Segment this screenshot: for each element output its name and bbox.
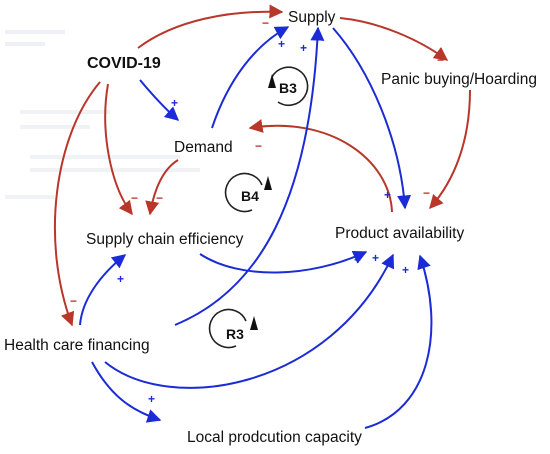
polarity-covid-health: − (70, 294, 77, 308)
edge-health-to-product (104, 253, 395, 389)
node-panic: Panic buying/Hoarding (381, 71, 537, 88)
polarity-product-demand: − (255, 139, 262, 153)
edge-covid-to-supply (137, 4, 284, 49)
edge-product-to-demand (248, 119, 393, 213)
polarity-covid-supply: − (262, 16, 269, 30)
edge-demand-to-supply (211, 26, 290, 129)
loop-r3: R3 (208, 308, 258, 349)
loop-b3-label: B3 (279, 80, 297, 96)
edge-demand-to-supply-chain (145, 159, 179, 216)
edge-supply-to-panic (339, 17, 449, 61)
polarity-health-supply-chain: + (117, 272, 124, 286)
polarity-covid-supply-chain: − (131, 191, 138, 205)
node-health: Health care financing (4, 337, 150, 354)
polarity-health-product: + (372, 251, 379, 265)
loop-b4-label: B4 (241, 188, 259, 204)
node-covid: COVID-19 (87, 55, 161, 72)
edge-covid-to-demand (139, 79, 180, 121)
polarity-health-local: + (148, 392, 155, 406)
background-artifact (5, 30, 200, 199)
edge-supply-to-product (332, 27, 412, 210)
polarity-covid-demand: + (171, 96, 178, 110)
node-supply-chain: Supply chain efficiency (86, 231, 244, 248)
polarity-panic-product: − (423, 186, 430, 200)
node-demand: Demand (174, 139, 233, 156)
polarity-supply-panic: − (437, 53, 444, 67)
polarity-supply-chain-product: + (354, 253, 361, 267)
node-supply: Supply (288, 9, 336, 26)
polarity-demand-supply: + (278, 37, 285, 51)
edge-health-to-local (91, 361, 162, 423)
loop-r3-label: R3 (226, 326, 244, 342)
edge-local-to-product (364, 254, 433, 429)
node-local: Local prodcution capacity (187, 429, 362, 446)
edge-panic-to-product (429, 89, 471, 210)
polarity-supply-product: + (384, 188, 391, 202)
edge-health-to-supply-chain (79, 254, 127, 326)
polarity-demand-supply-chain: − (156, 191, 163, 205)
polarity-local-product: + (402, 263, 409, 277)
node-product: Product availability (335, 225, 464, 242)
loop-b3: B3 (268, 66, 309, 107)
edge-covid-to-health (53, 81, 101, 327)
loop-b4: B4 (224, 172, 272, 213)
edge-covid-to-supply-chain (104, 83, 133, 216)
polarity-health-supply: + (300, 41, 307, 55)
edge-supply-chain-to-product (199, 250, 368, 274)
edge-health-to-supply (174, 26, 325, 326)
